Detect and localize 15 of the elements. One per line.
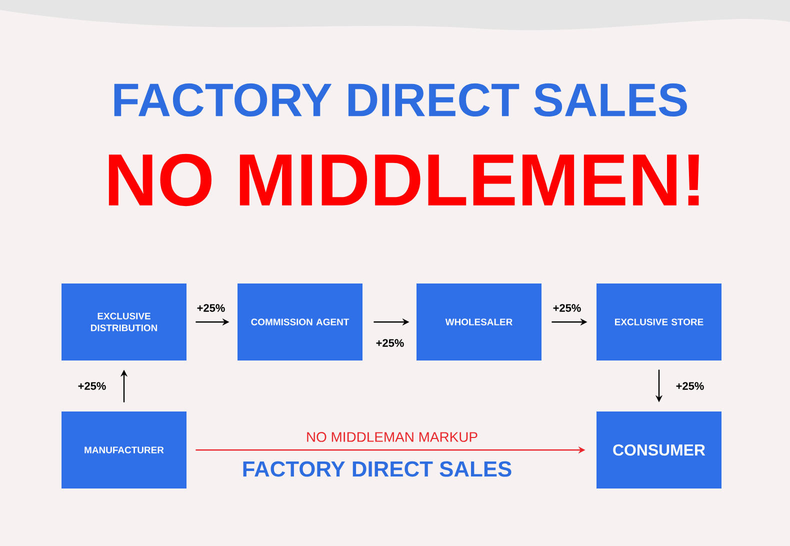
process-box: CONSUMER bbox=[596, 411, 722, 488]
headline: NO MIDDLEMEN! bbox=[108, 154, 699, 206]
process-box: MANUFACTURER bbox=[62, 411, 186, 488]
edge-label: +25% bbox=[374, 338, 406, 348]
process-box: WHOLESALER bbox=[416, 283, 542, 360]
process-box: EXCLUSIVE DISTRIBUTION bbox=[62, 283, 186, 360]
title: FACTORY DIRECT SALES bbox=[114, 83, 687, 117]
edge-label: NO MIDDLEMAN MARKUP bbox=[304, 431, 480, 443]
edge-label: +25% bbox=[196, 303, 226, 313]
edge-label: +25% bbox=[76, 381, 108, 391]
caption-text: FACTORY DIRECT SALES bbox=[243, 461, 512, 477]
edge-label: +25% bbox=[674, 381, 706, 391]
process-box: COMMISSION AGENT bbox=[238, 283, 362, 360]
edge-label: +25% bbox=[552, 303, 582, 313]
process-box: EXCLUSIVE STORE bbox=[596, 283, 722, 360]
